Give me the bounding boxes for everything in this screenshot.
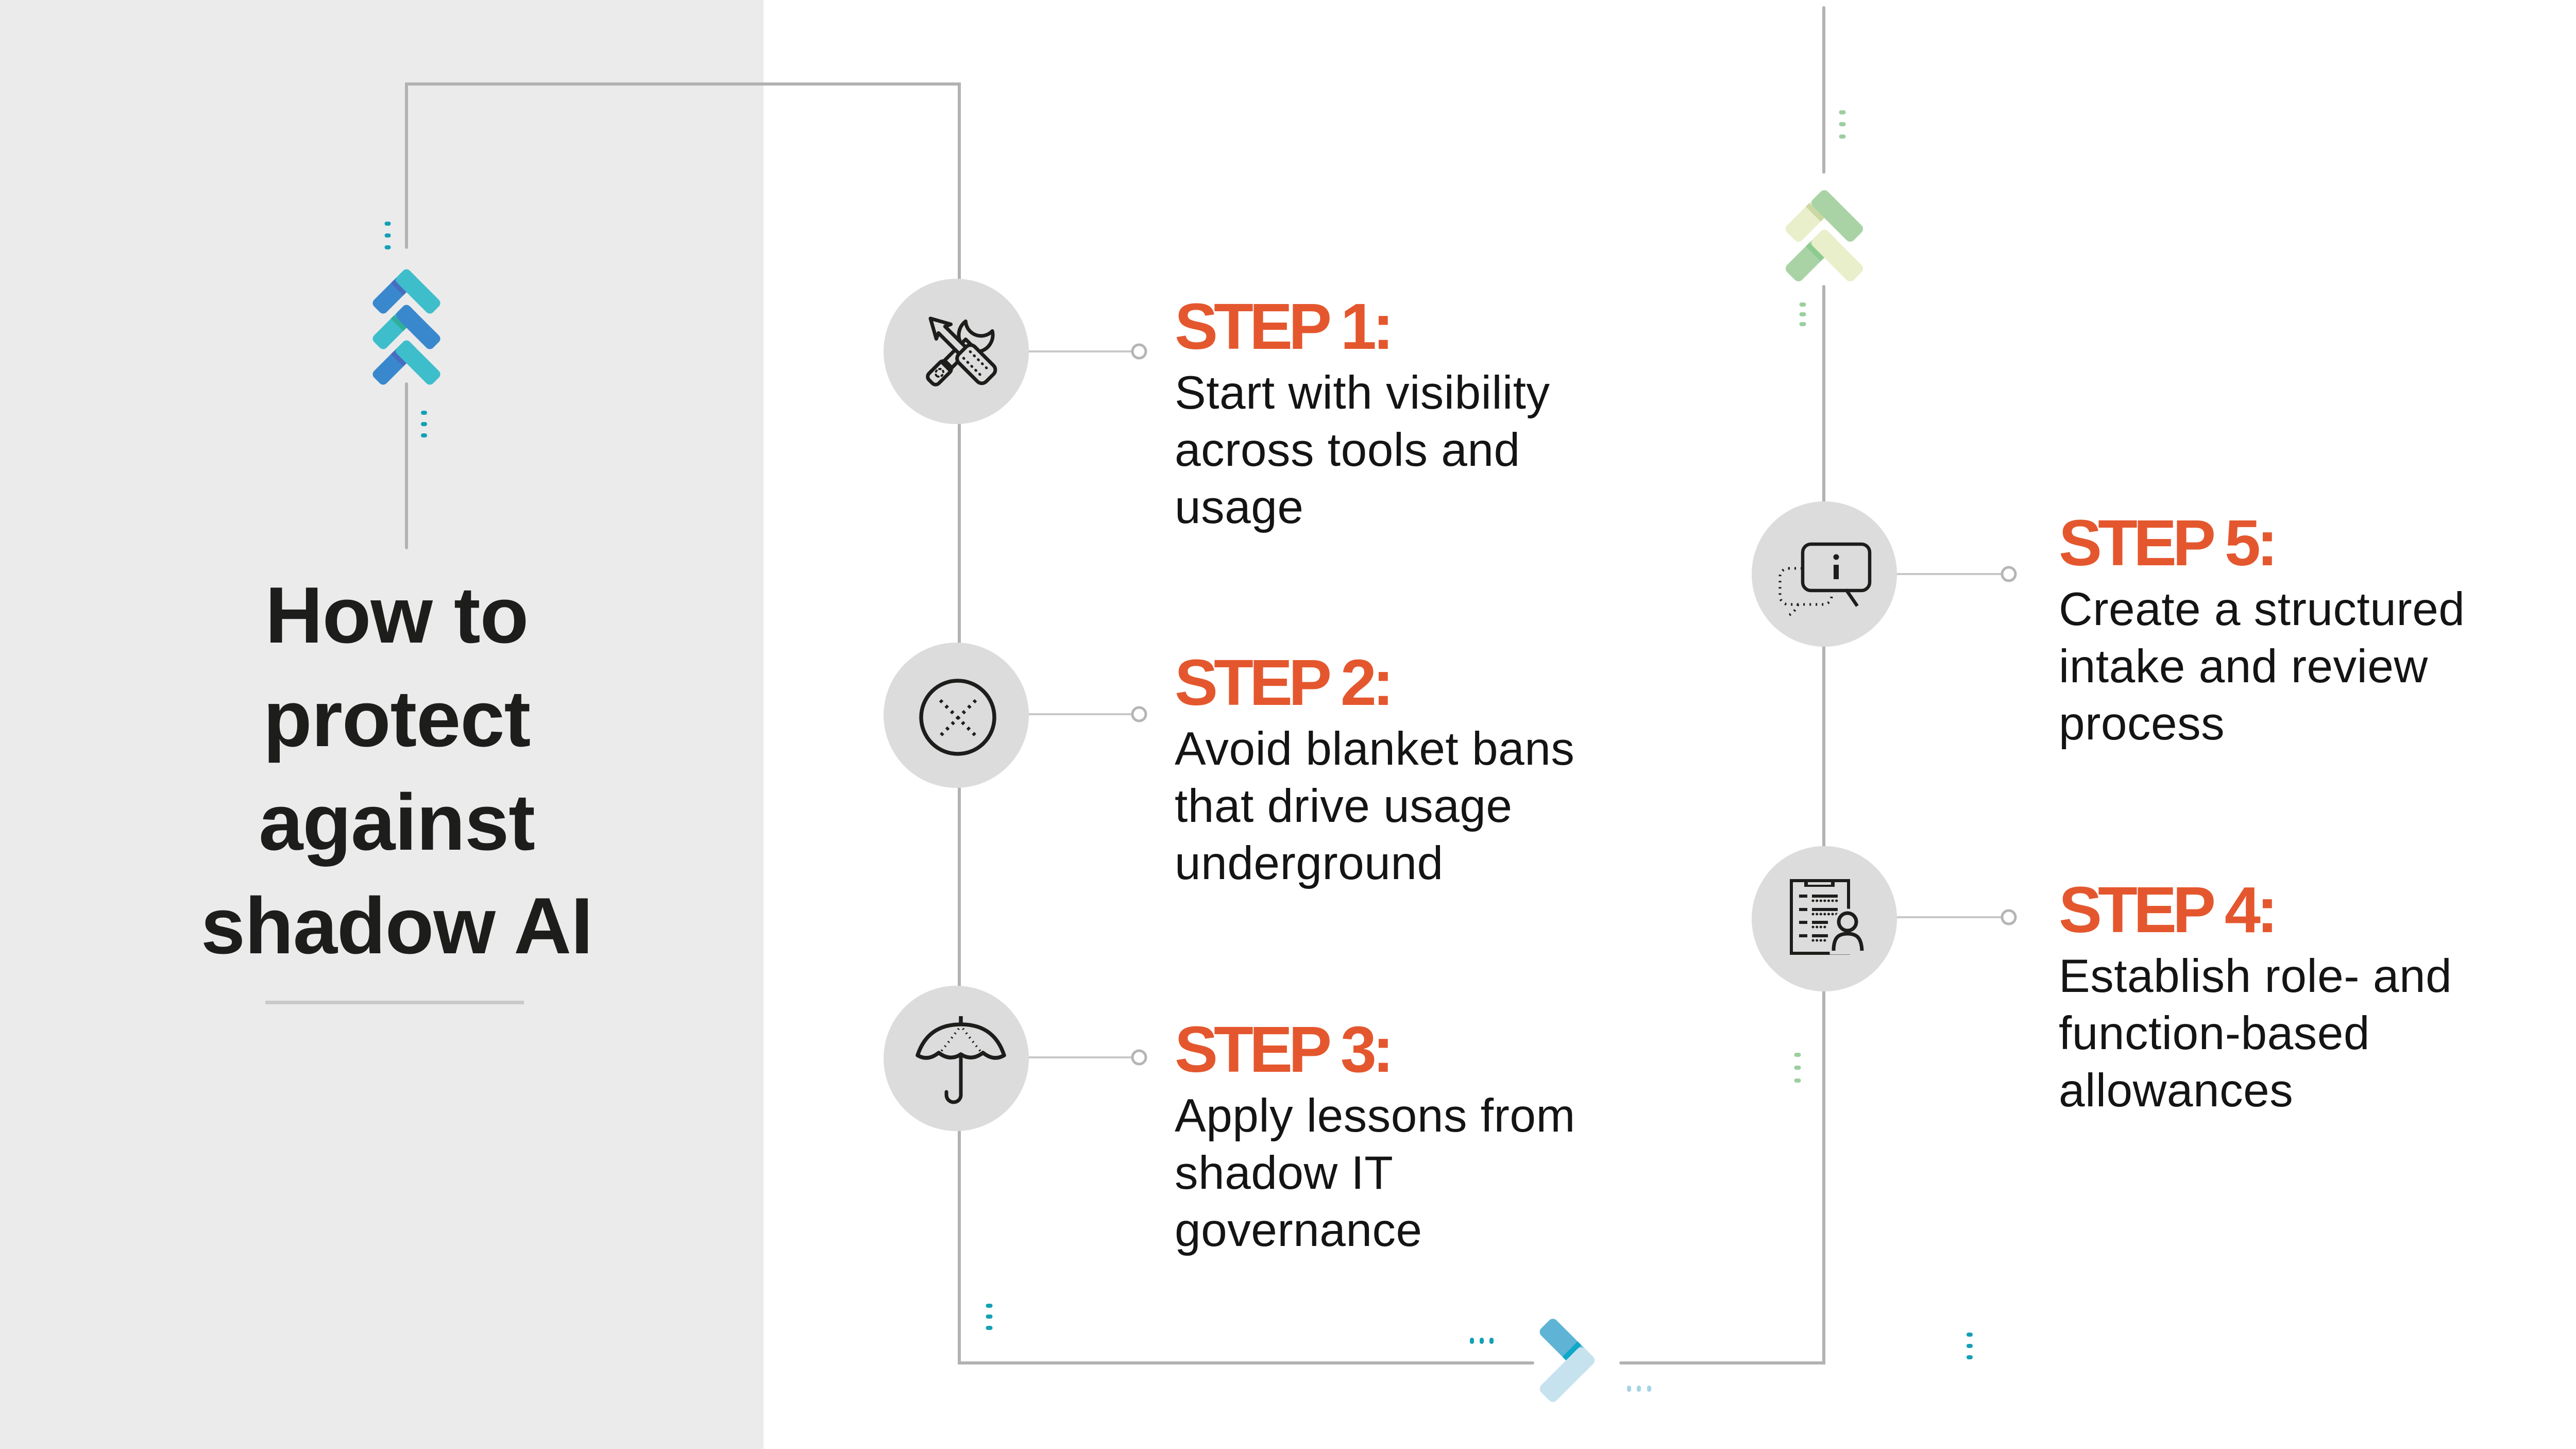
svg-text:Establish role- and: Establish role- and bbox=[2059, 950, 2452, 1002]
svg-text:Apply lessons from: Apply lessons from bbox=[1175, 1090, 1575, 1142]
svg-text:STEP 2:: STEP 2: bbox=[1175, 646, 1390, 719]
svg-text:Avoid blanket bans: Avoid blanket bans bbox=[1175, 723, 1574, 775]
svg-text:underground: underground bbox=[1175, 837, 1444, 889]
svg-text:intake and review: intake and review bbox=[2059, 641, 2428, 693]
svg-text:STEP 5:: STEP 5: bbox=[2059, 507, 2274, 579]
svg-text:STEP 4:: STEP 4: bbox=[2059, 873, 2274, 946]
svg-text:function-based: function-based bbox=[2059, 1007, 2370, 1059]
svg-text:protect: protect bbox=[263, 674, 530, 763]
svg-text:governance: governance bbox=[1175, 1204, 1422, 1256]
svg-text:process: process bbox=[2059, 698, 2225, 750]
svg-text:shadow IT: shadow IT bbox=[1175, 1147, 1393, 1199]
svg-text:STEP 1:: STEP 1: bbox=[1175, 290, 1390, 363]
svg-text:STEP 3:: STEP 3: bbox=[1175, 1013, 1390, 1086]
svg-text:Start with visibility: Start with visibility bbox=[1175, 367, 1550, 419]
svg-text:that drive usage: that drive usage bbox=[1175, 780, 1513, 832]
svg-text:usage: usage bbox=[1175, 481, 1303, 533]
svg-text:How to: How to bbox=[265, 570, 529, 660]
svg-text:against: against bbox=[259, 778, 535, 867]
svg-text:allowances: allowances bbox=[2059, 1065, 2293, 1117]
svg-text:Create a structured: Create a structured bbox=[2059, 583, 2465, 635]
svg-text:across tools and: across tools and bbox=[1175, 424, 1520, 476]
svg-text:shadow AI: shadow AI bbox=[201, 881, 592, 970]
